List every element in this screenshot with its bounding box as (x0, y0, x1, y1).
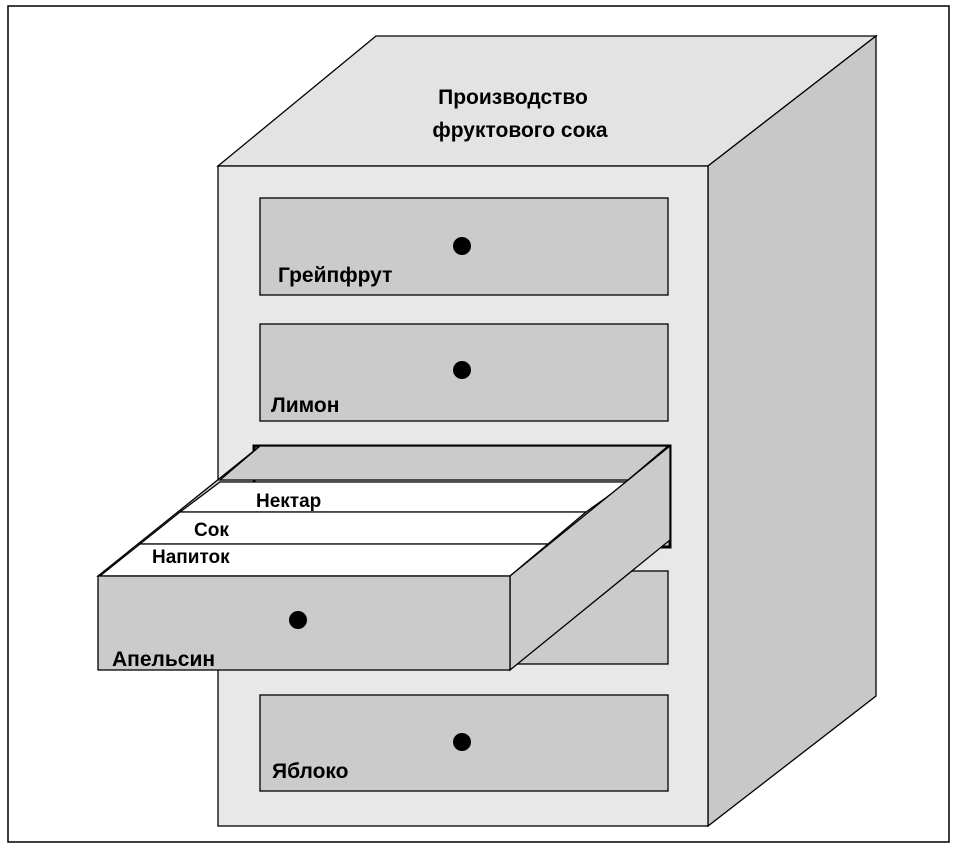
cabinet-title-line1: Производство (438, 86, 588, 109)
drawer-lemon: Лимон (259, 323, 669, 422)
drawer-grapefruit: Грейпфрут (259, 197, 669, 296)
drawer-apple: Яблоко (259, 694, 669, 792)
drawer-handle (453, 237, 471, 255)
cabinet-side (707, 34, 877, 828)
divider-nectar: Нектар (178, 481, 631, 513)
divider-label: Напиток (152, 547, 230, 568)
drawer-label: Яблоко (272, 760, 349, 783)
divider-label: Нектар (256, 491, 321, 512)
drawer-handle (453, 361, 471, 379)
drawer-label: Грейпфрут (278, 264, 392, 287)
drawer-handle (453, 733, 471, 751)
divider-juice: Сок (138, 511, 588, 545)
open-drawer-back (218, 445, 670, 481)
drawer-handle (289, 611, 307, 629)
divider-label: Сок (194, 520, 229, 541)
drawer-label: Лимон (271, 394, 339, 417)
divider-drink: Напиток (98, 543, 550, 577)
drawer-orange: Апельсин (97, 575, 511, 671)
drawer-label: Апельсин (112, 648, 215, 671)
divider-card (178, 481, 631, 513)
cabinet-title-line2: фруктового сока (432, 119, 608, 142)
